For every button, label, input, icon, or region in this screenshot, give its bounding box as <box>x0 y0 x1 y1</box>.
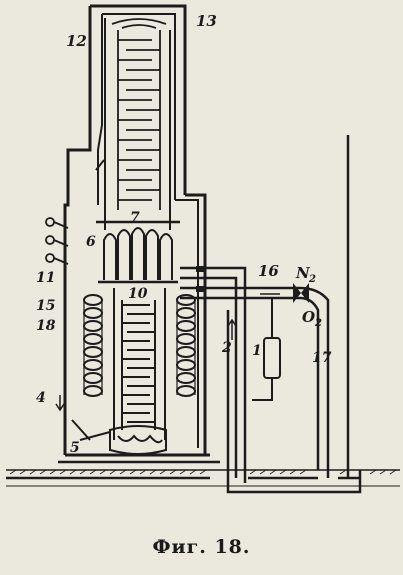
pipe-valves <box>196 266 309 303</box>
label-16: 16 <box>258 262 279 280</box>
left-wall-valves <box>45 217 69 265</box>
label-o2: O <box>302 308 315 326</box>
apparatus-drawing: 12 13 7 6 10 11 15 18 4 5 16 2 1 17 N 2 … <box>6 4 400 494</box>
tube-bundle <box>96 220 180 284</box>
label-12: 12 <box>66 32 87 50</box>
outlet-pipes <box>180 266 330 483</box>
label-11: 11 <box>36 270 55 286</box>
label-13: 13 <box>196 12 217 30</box>
frame <box>6 135 400 494</box>
label-n2-subscript: 2 <box>308 274 316 285</box>
central-column <box>113 288 166 440</box>
label-7: 7 <box>130 210 140 226</box>
label-17: 17 <box>312 350 332 366</box>
lower-vessel-right-wall <box>185 193 207 455</box>
apparatus-svg: 12 13 7 6 10 11 15 18 4 5 16 2 1 17 N 2 … <box>6 4 400 494</box>
label-4: 4 <box>36 390 46 406</box>
gauge-cylinder <box>252 298 281 401</box>
figure-caption: Фиг. 18. <box>152 536 251 558</box>
left-coil <box>83 294 103 397</box>
right-coil <box>176 294 196 397</box>
label-6: 6 <box>86 234 96 250</box>
label-5: 5 <box>70 440 80 456</box>
label-1: 1 <box>252 343 262 359</box>
label-18: 18 <box>36 318 56 334</box>
floor-hatching <box>9 469 397 475</box>
upper-column-outer-wall <box>90 4 187 195</box>
lower-vessel-left-wall <box>63 120 92 455</box>
label-15: 15 <box>36 298 55 314</box>
label-n2: N <box>295 264 311 282</box>
label-o2-subscript: 2 <box>314 318 322 329</box>
upper-zigzag-coil <box>111 18 167 210</box>
evaporator <box>71 419 167 455</box>
label-2: 2 <box>221 340 232 356</box>
label-10: 10 <box>128 286 148 302</box>
